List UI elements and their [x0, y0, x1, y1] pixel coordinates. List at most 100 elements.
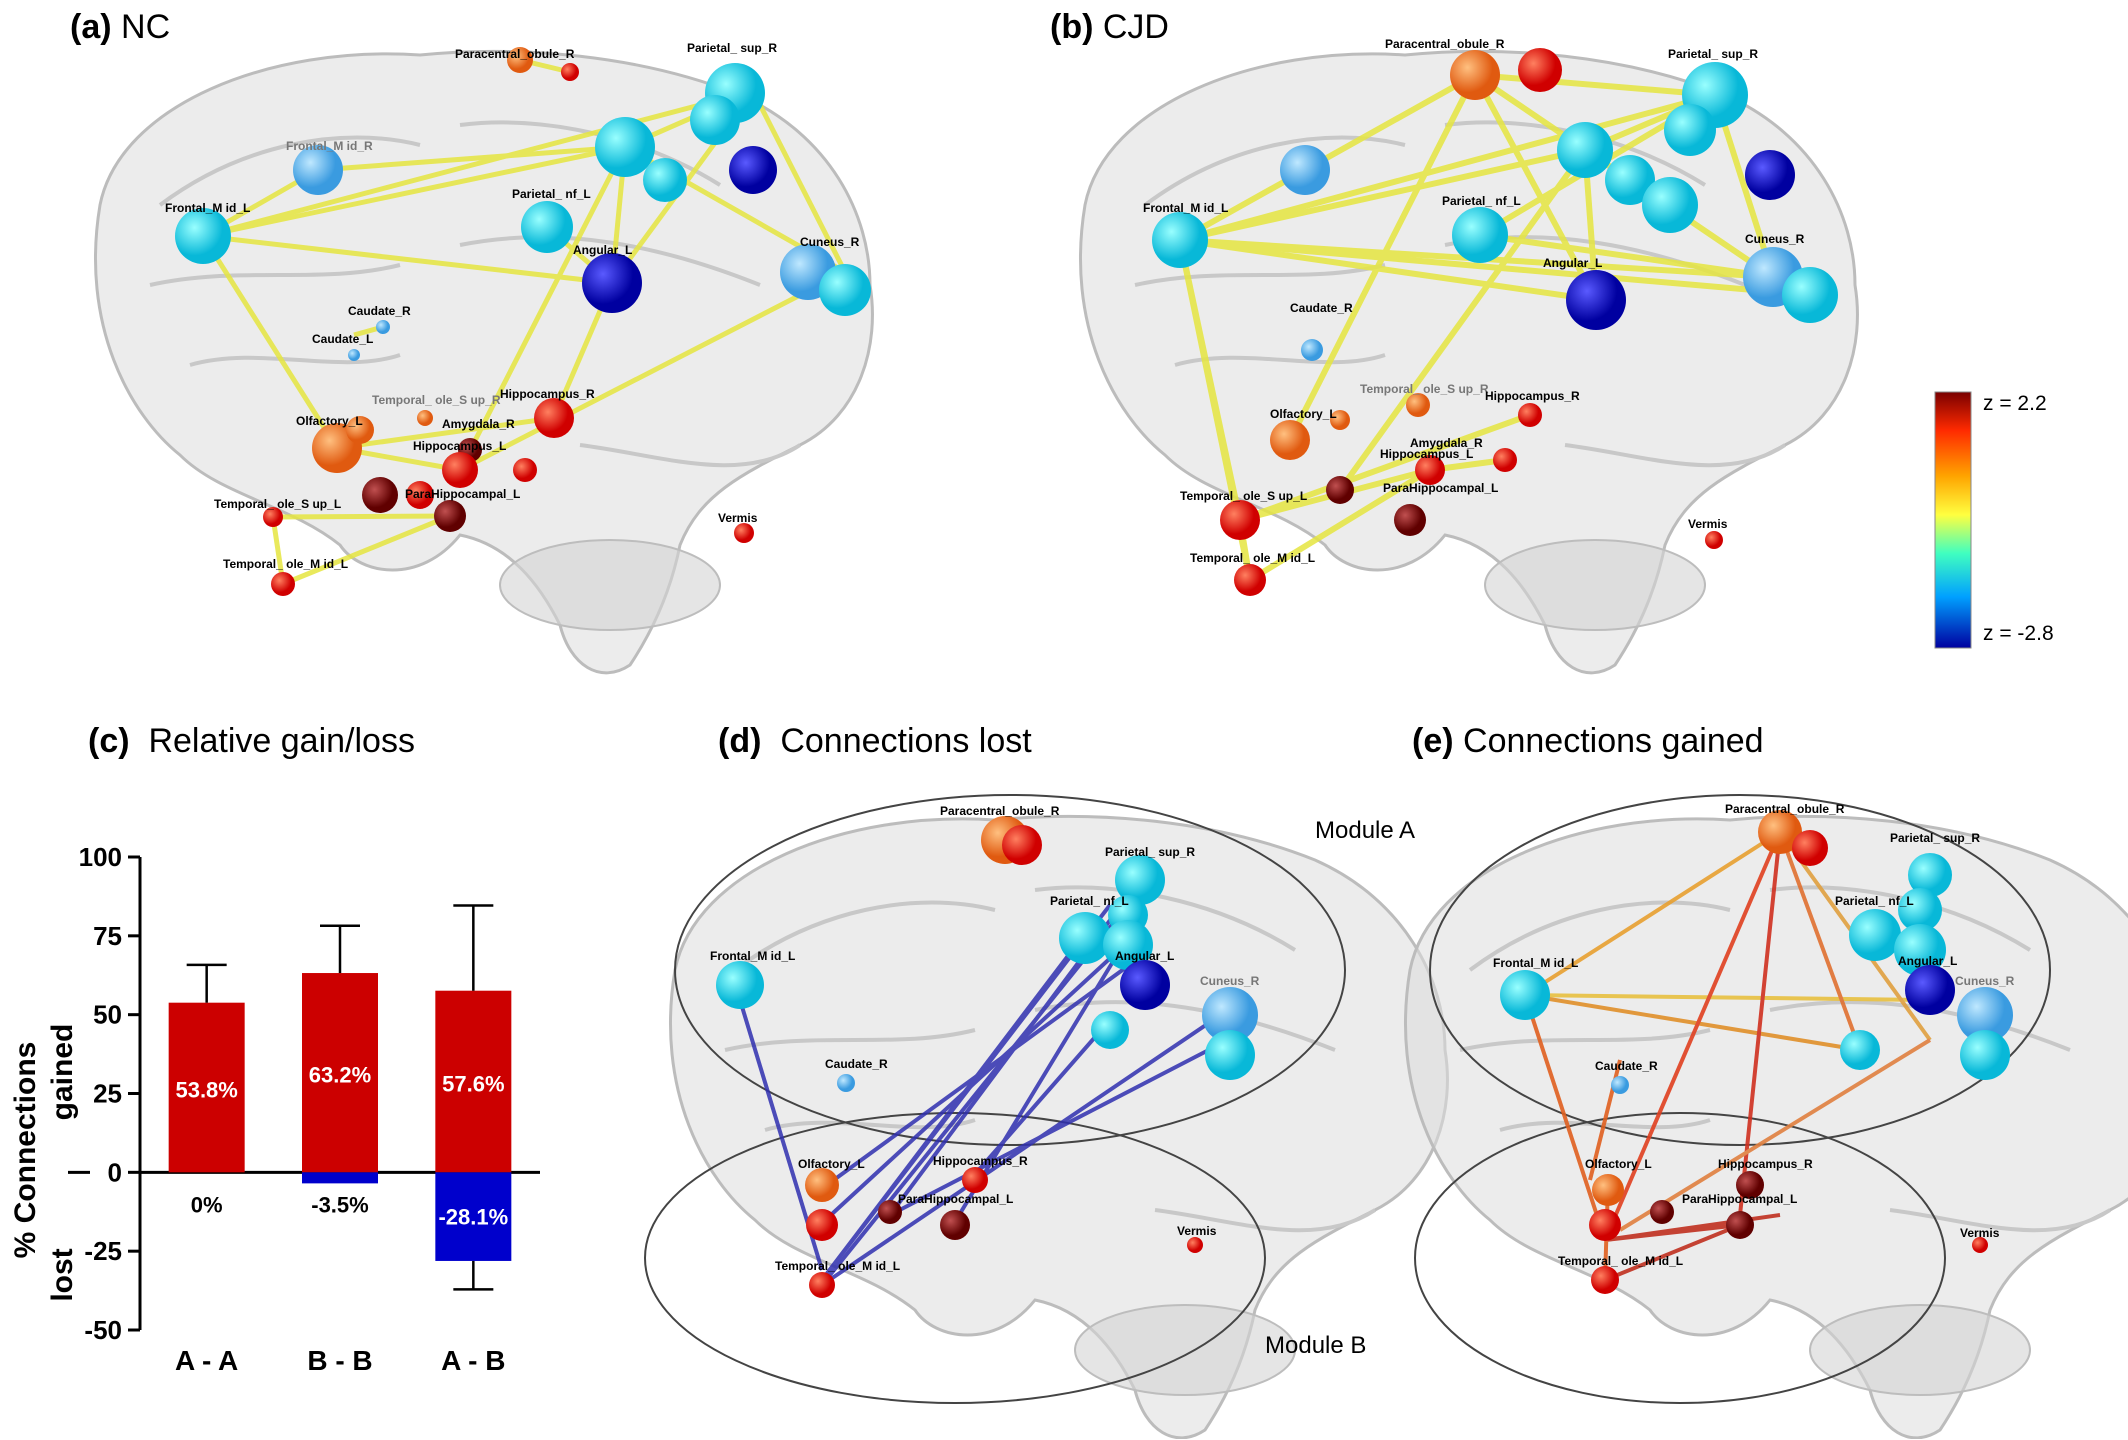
- x-tick-label: A - B: [441, 1345, 505, 1376]
- y-tick-label: 50: [93, 1000, 122, 1030]
- bar-loss-label: 0%: [191, 1192, 223, 1217]
- y-tick-label: 0: [108, 1157, 122, 1187]
- brain-panel-e: Frontal_M id_L Paracentral_obule_R Parie…: [1403, 794, 2128, 1439]
- label-cuneus: Cuneus_R: [800, 235, 860, 249]
- y-tick-label: -50: [84, 1315, 122, 1345]
- label-d-parahippocampal: ParaHippocampal_L: [898, 1192, 1013, 1206]
- label-b-hippocampus-l: Hippocampus_L: [1380, 447, 1473, 461]
- label-b-caudate: Caudate_R: [1290, 301, 1353, 315]
- module-b-outline-d: [644, 1112, 1266, 1404]
- label-e-frontal: Frontal_M id_L: [1493, 956, 1578, 970]
- label-e-olfactory: Olfactory_L: [1585, 1157, 1652, 1171]
- label-d-olfactory: Olfactory_L: [798, 1157, 865, 1171]
- label-e-cuneus: Cuneus_R: [1955, 974, 2015, 988]
- panel-d-title: (d) Connections lost: [718, 722, 1032, 761]
- label-parietal-inf: Parietal_ nf_L: [512, 187, 591, 201]
- panel-e-letter: (e): [1412, 722, 1454, 760]
- label-e-temporal: Temporal_ ole_M id_L: [1558, 1254, 1683, 1268]
- label-b-parietal-inf: Parietal_ nf_L: [1442, 194, 1521, 208]
- label-b-temporal-pole-sup-r: Temporal_ ole_S up_R: [1360, 382, 1489, 396]
- label-parahippocampal-l: ParaHippocampal_L: [405, 487, 520, 501]
- module-b-outline-e: [1414, 1112, 1946, 1404]
- bar-gained: [302, 973, 378, 1173]
- panel-b-title: (b) CJD: [1050, 8, 1169, 47]
- label-paracentral: Paracentral_obule_R: [455, 47, 575, 61]
- label-b-paracentral: Paracentral_obule_R: [1385, 37, 1505, 51]
- label-b-cuneus: Cuneus_R: [1745, 232, 1805, 246]
- label-b-hippocampus-r: Hippocampus_R: [1485, 389, 1580, 403]
- label-temporal-pole-mid-l: Temporal_ ole_M id_L: [223, 557, 348, 571]
- panel-d-letter: (d): [718, 722, 762, 760]
- panel-c-letter: (c): [88, 722, 130, 760]
- label-e-caudate: Caudate_R: [1595, 1059, 1658, 1073]
- bar-value-label: 53.8%: [175, 1078, 237, 1103]
- ylabel-main: % Connections: [9, 1042, 42, 1259]
- panel-a-title: (a) NC: [70, 8, 170, 47]
- bar-gained: [168, 1002, 245, 1173]
- label-b-temporal-pole-mid-l: Temporal_ ole_M id_L: [1190, 551, 1315, 565]
- bar-value-label: 63.2%: [309, 1063, 371, 1088]
- label-temporal-pole-sup-r: Temporal_ ole_S up_R: [372, 393, 501, 407]
- module-a-label: Module A: [1315, 817, 1416, 844]
- label-b-angular: Angular_L: [1543, 256, 1602, 270]
- label-parietal-sup: Parietal_ sup_R: [687, 41, 777, 55]
- panel-c-title: (c) Relative gain/loss: [88, 722, 415, 761]
- bar-loss-label: -3.5%: [311, 1192, 368, 1217]
- label-e-hippocampus: Hippocampus_R: [1718, 1157, 1813, 1171]
- brain-panel-d: Frontal_M id_L Paracentral_obule_R Parie…: [644, 794, 1450, 1439]
- label-b-parietal-sup: Parietal_ sup_R: [1668, 47, 1758, 61]
- x-tick-label: B - B: [307, 1345, 372, 1376]
- label-e-angular: Angular_L: [1898, 954, 1957, 968]
- label-b-vermis: Vermis: [1688, 517, 1728, 531]
- label-e-parietal-sup: Parietal_ sup_R: [1890, 831, 1980, 845]
- label-e-paracentral: Paracentral_obule_R: [1725, 802, 1845, 816]
- label-amygdala: Amygdala_R: [442, 417, 515, 431]
- label-b-parahippocampal: ParaHippocampal_L: [1383, 481, 1498, 495]
- bar-lost: [302, 1172, 378, 1184]
- module-a-outline-d: [674, 794, 1346, 1146]
- y-tick-label: -25: [84, 1236, 122, 1266]
- bar-gained: [435, 990, 512, 1173]
- colorbar-top-label: z = 2.2: [1983, 392, 2047, 415]
- label-b-frontal: Frontal_M id_L: [1143, 201, 1228, 215]
- label-vermis: Vermis: [718, 511, 758, 525]
- colorbar-bottom-label: z = -2.8: [1983, 622, 2054, 645]
- label-angular: Angular_L: [573, 243, 632, 257]
- x-tick-label: A - A: [175, 1345, 238, 1376]
- label-e-parahippocampal: ParaHippocampal_L: [1682, 1192, 1797, 1206]
- label-d-parietal-inf: Parietal_ nf_L: [1050, 894, 1129, 908]
- panel-a-letter: (a): [70, 8, 112, 46]
- panel-c-name: Relative gain/loss: [148, 722, 415, 760]
- ylabel-lost: lost: [46, 1248, 79, 1301]
- panel-a-name: NC: [121, 8, 171, 46]
- label-frontal-mid-l: Frontal_M id_L: [165, 201, 250, 215]
- label-olfactory: Olfactory_L: [296, 414, 363, 428]
- module-b-label: Module B: [1265, 1332, 1367, 1359]
- label-e-vermis: Vermis: [1960, 1226, 2000, 1240]
- bar-value-label: 57.6%: [442, 1072, 504, 1097]
- brain-panel-a: Frontal_M id_L Frontal_M id_R Paracentra…: [93, 41, 875, 675]
- panel-d-name: Connections lost: [780, 722, 1032, 760]
- panel-b-name: CJD: [1102, 8, 1169, 46]
- bar-loss-label: -28.1%: [438, 1205, 508, 1230]
- label-d-cuneus: Cuneus_R: [1200, 974, 1260, 988]
- label-caudate-l: Caudate_L: [312, 332, 373, 346]
- label-e-parietal-inf: Parietal_ nf_L: [1835, 894, 1914, 908]
- brain-panel-b: Frontal_M id_L Paracentral_obule_R Parie…: [1078, 37, 1860, 675]
- label-b-amygdala: Amygdala_R: [1410, 436, 1483, 450]
- label-temporal-pole-sup-l: Temporal_ ole_S up_L: [214, 497, 341, 511]
- label-d-angular: Angular_L: [1115, 949, 1174, 963]
- colorbar: [1934, 391, 1972, 649]
- label-hippocampus-r: Hippocampus_R: [500, 387, 595, 401]
- ylabel-gained: gained: [46, 1024, 79, 1121]
- label-b-temporal-pole-sup-l: Temporal_ ole_S up_L: [1180, 489, 1307, 503]
- panel-e-title: (e) Connections gained: [1412, 722, 1764, 761]
- panel-e-name: Connections gained: [1463, 722, 1764, 760]
- panel-b-letter: (b): [1050, 8, 1094, 46]
- y-tick-label: 25: [93, 1079, 122, 1109]
- label-d-parietal-sup: Parietal_ sup_R: [1105, 845, 1195, 859]
- module-a-outline-e: [1429, 794, 2051, 1146]
- label-d-vermis: Vermis: [1177, 1224, 1217, 1238]
